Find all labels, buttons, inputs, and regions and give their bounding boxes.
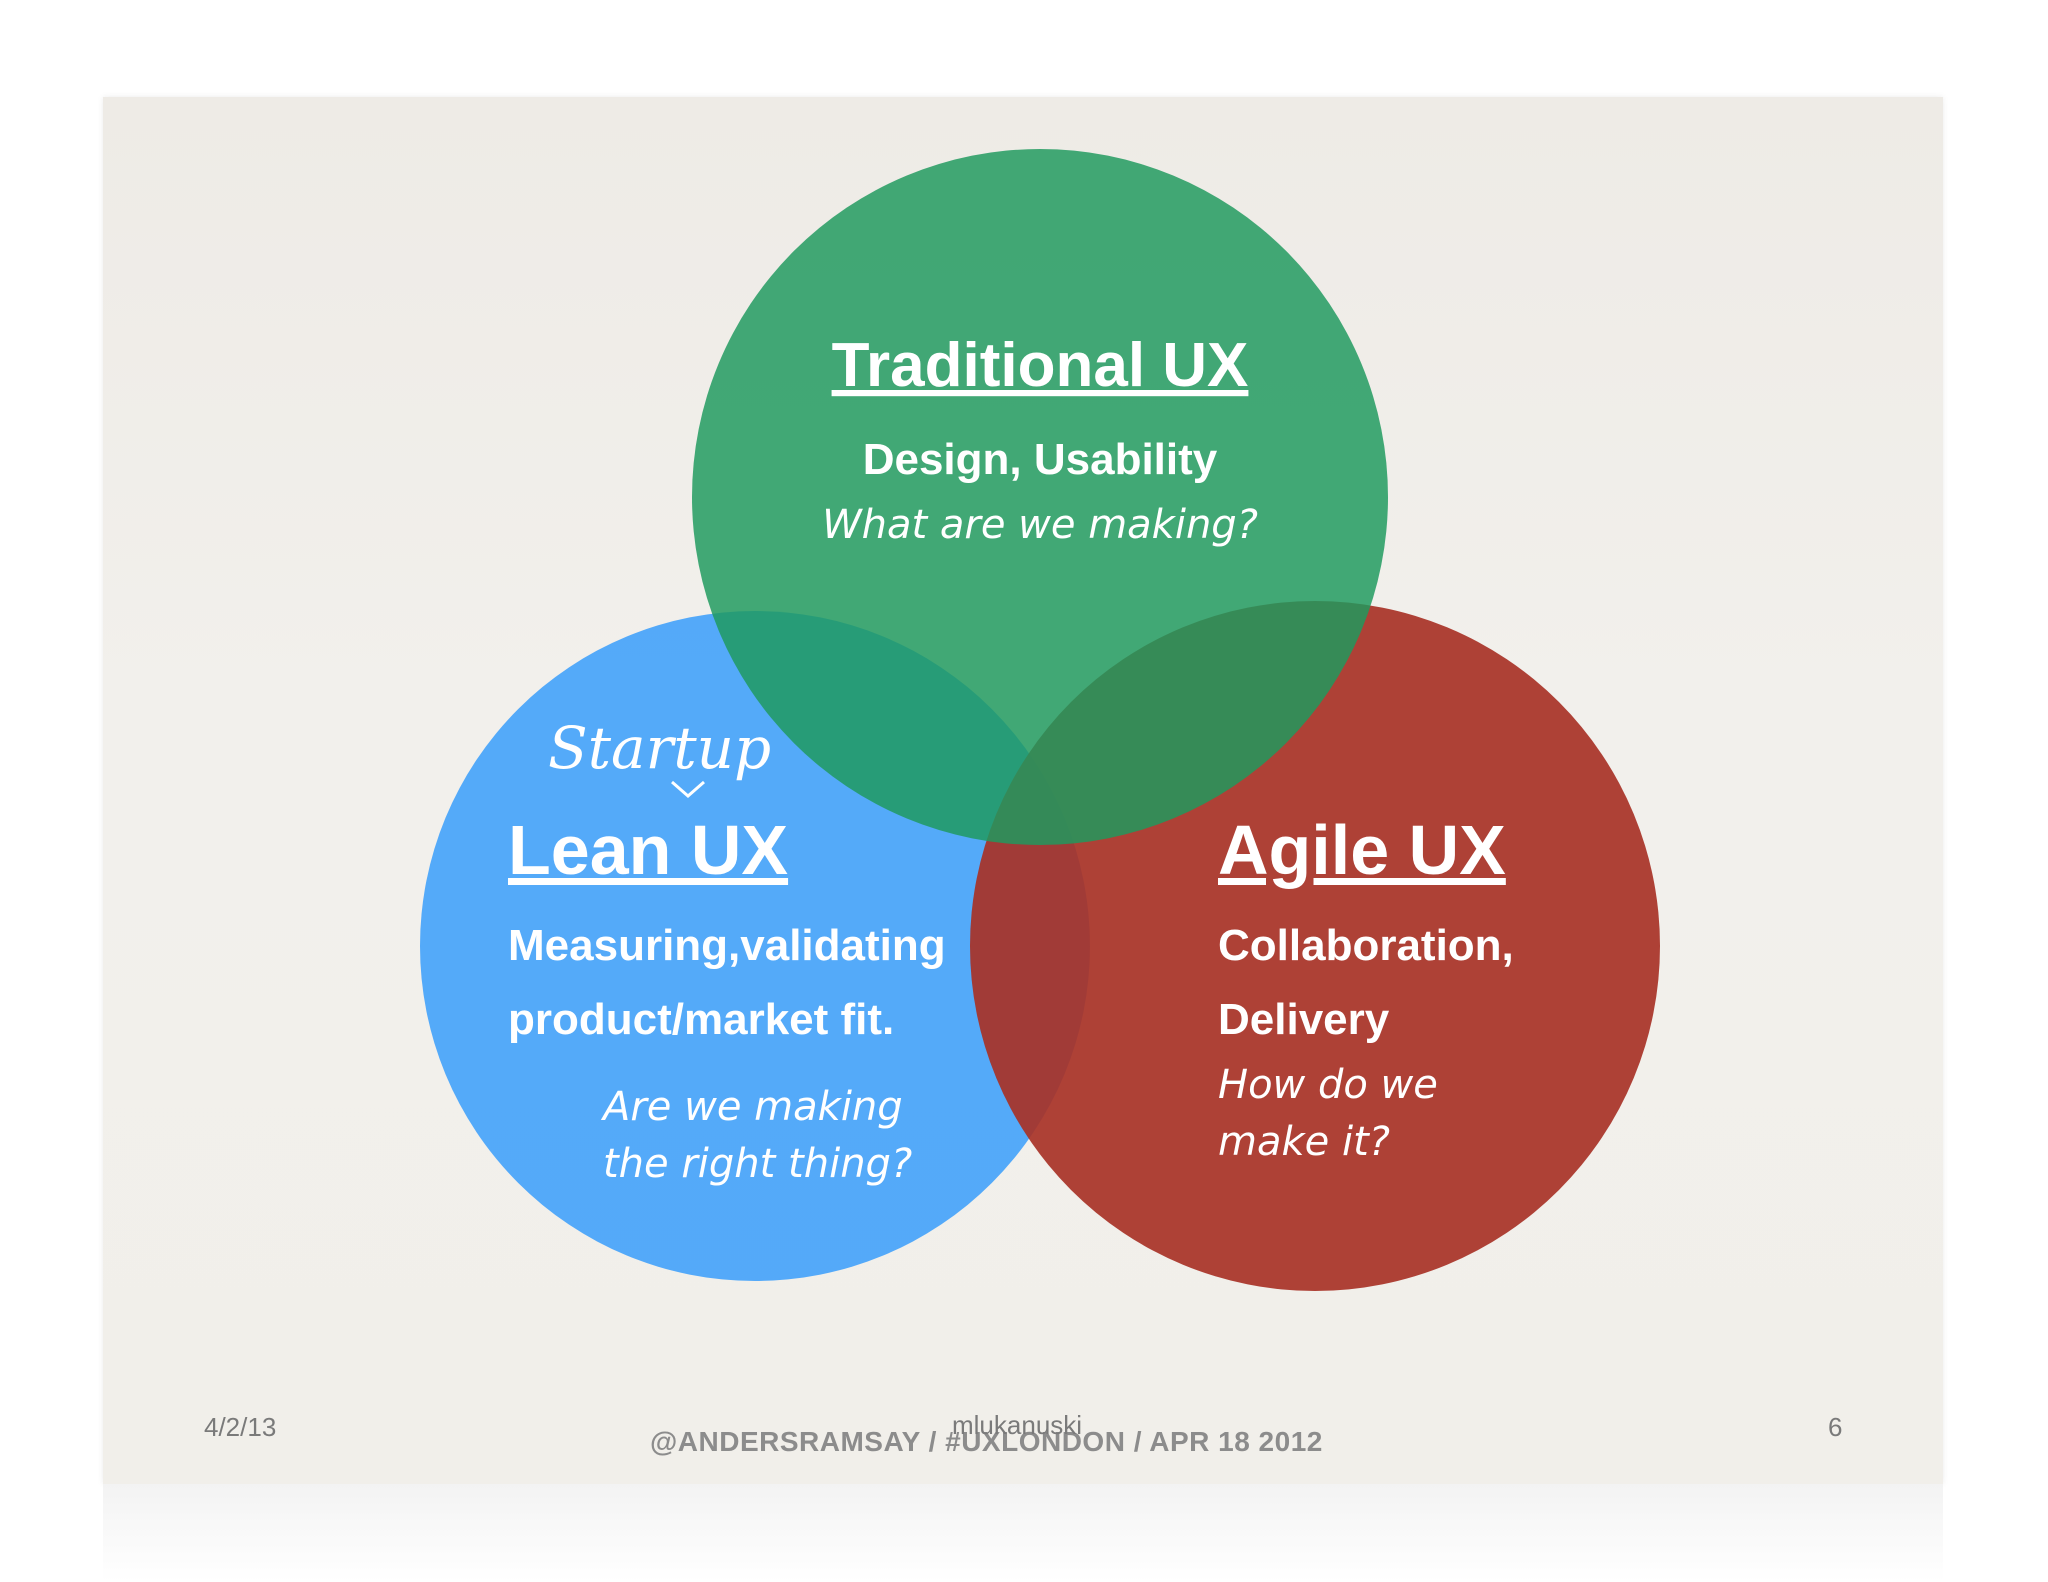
agile-ux-title: Agile UX bbox=[1218, 811, 1506, 889]
image-credit: @ANDERSRAMSAY / #UXLONDON / APR 18 2012 bbox=[650, 1426, 1323, 1457]
lean-ux-question-line1: Are we making bbox=[600, 1084, 903, 1130]
footer-date: 4/2/13 bbox=[204, 1412, 277, 1442]
lean-ux-subtitle-line1: Measuring,validating bbox=[508, 921, 946, 970]
footer-page-number: 6 bbox=[1828, 1412, 1843, 1442]
agile-ux-subtitle-line2: Delivery bbox=[1218, 995, 1390, 1044]
bottom-fade bbox=[103, 1484, 1943, 1582]
lean-ux-subtitle-line2: product/market fit. bbox=[508, 995, 894, 1044]
startup-annotation: Startup bbox=[548, 714, 771, 782]
footer-author: mlukanuski bbox=[952, 1410, 1083, 1440]
traditional-ux-circle bbox=[692, 149, 1388, 845]
lean-ux-title: Lean UX bbox=[508, 811, 788, 889]
agile-ux-subtitle-line1: Collaboration, bbox=[1218, 921, 1514, 970]
traditional-ux-title: Traditional UX bbox=[832, 331, 1249, 400]
agile-ux-question-line1: How do we bbox=[1218, 1062, 1438, 1108]
traditional-ux-subtitle: Design, Usability bbox=[863, 435, 1218, 484]
lean-ux-question-line2: the right thing? bbox=[603, 1141, 912, 1187]
traditional-ux-question: What are we making? bbox=[822, 502, 1258, 548]
insertion-caret-icon bbox=[671, 780, 705, 798]
agile-ux-question-line2: make it? bbox=[1218, 1119, 1390, 1165]
